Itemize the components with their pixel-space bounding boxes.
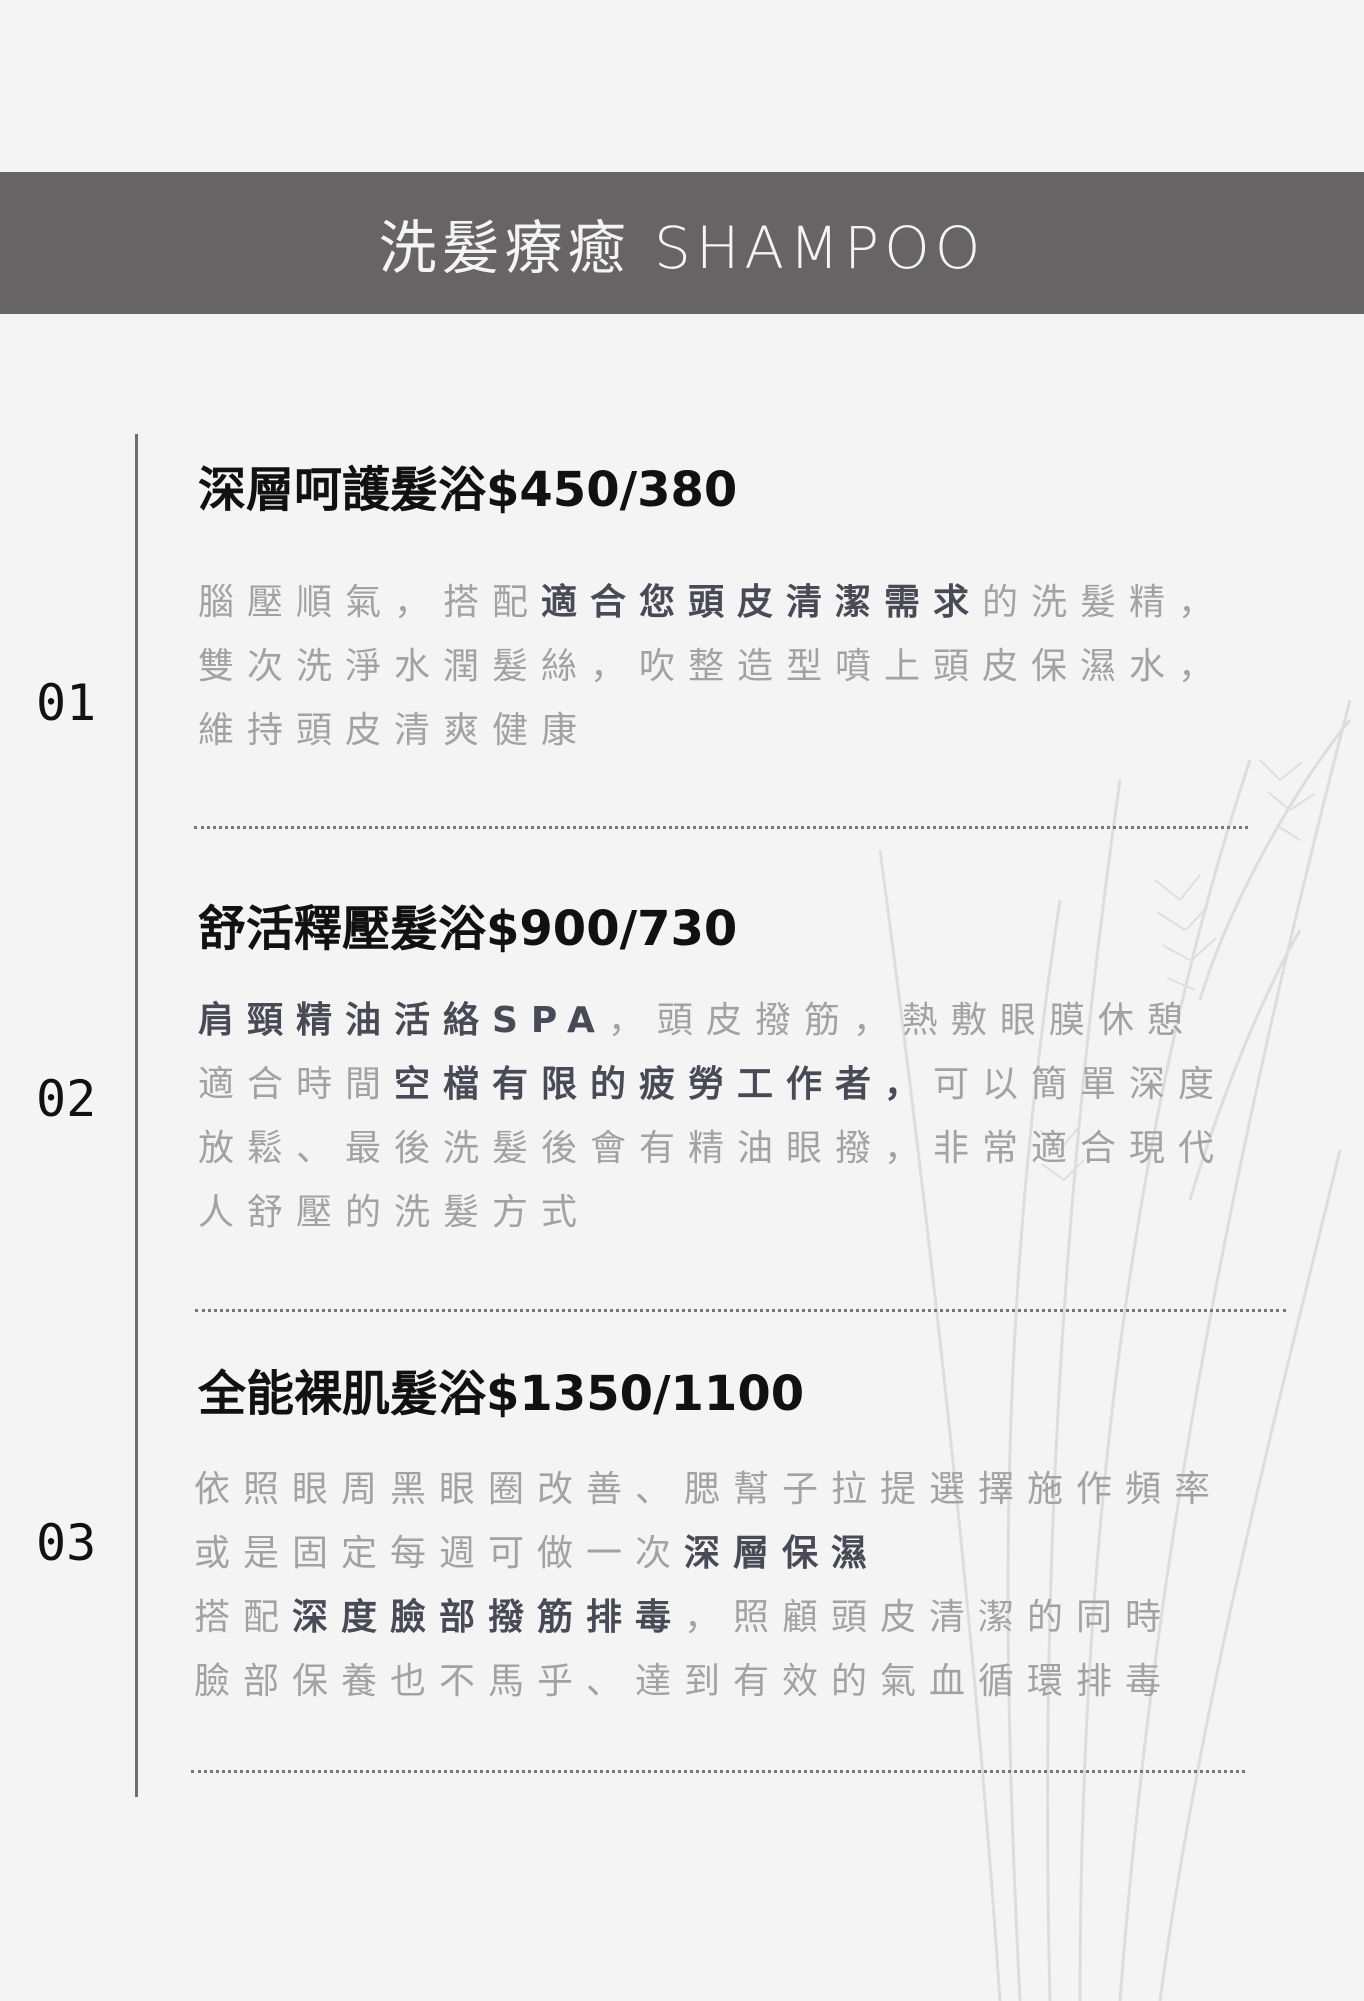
- description-text: ，頭皮撥筋，熱敷眼膜休憩: [607, 1000, 1196, 1041]
- description-text: 雙次洗淨水潤髮絲，吹整造型噴上頭皮保濕水，: [198, 646, 1228, 687]
- description-line: 臉部保養也不馬乎、達到有效的氣血循環排毒: [194, 1650, 1223, 1714]
- description-line: 腦壓順氣，搭配適合您頭皮清潔需求的洗髮精，: [198, 571, 1227, 635]
- description-text: 人舒壓的洗髮方式: [198, 1192, 591, 1233]
- item-number: 02: [36, 1070, 97, 1128]
- description-text: 的洗髮精，: [982, 582, 1228, 623]
- description-line: 或是固定每週可做一次深層保濕: [194, 1522, 1223, 1586]
- description-line: 放鬆、最後洗髮後會有精油眼撥，非常適合現代: [198, 1117, 1227, 1181]
- description-line: 雙次洗淨水潤髮絲，吹整造型噴上頭皮保濕水，: [198, 635, 1227, 699]
- item-title: 深層呵護髮浴$450/380: [198, 462, 738, 518]
- item-title: 全能裸肌髮浴$1350/1100: [198, 1366, 805, 1422]
- dotted-separator: [191, 1770, 1245, 1773]
- description-text: 放鬆、最後洗髮後會有精油眼撥，非常適合現代: [198, 1128, 1228, 1169]
- description-line: 搭配深度臉部撥筋排毒，照顧頭皮清潔的同時: [194, 1586, 1223, 1650]
- description-text: 適合時間: [198, 1064, 395, 1105]
- description-text: 維持頭皮清爽健康: [198, 710, 591, 751]
- header-banner: 洗髮療癒 SHAMPOO: [0, 172, 1364, 314]
- item-title: 舒活釋壓髮浴$900/730: [198, 901, 738, 957]
- description-line: 依照眼周黑眼圈改善、腮幫子拉提選擇施作頻率: [194, 1458, 1223, 1522]
- description-line: 維持頭皮清爽健康: [198, 699, 1227, 763]
- highlight-text: 空檔有限的疲勞工作者，: [394, 1064, 934, 1105]
- timeline-divider: [135, 434, 138, 1797]
- dotted-separator: [195, 1309, 1286, 1312]
- item-number: 03: [36, 1514, 97, 1572]
- description-line: 肩頸精油活絡SPA，頭皮撥筋，熱敷眼膜休憩: [198, 989, 1227, 1053]
- page-title: 洗髮療癒 SHAMPOO: [378, 214, 986, 282]
- description-line: 人舒壓的洗髮方式: [198, 1181, 1227, 1245]
- description-text: 或是固定每週可做一次: [194, 1533, 685, 1574]
- highlight-text: 適合您頭皮清潔需求: [541, 582, 983, 623]
- description-text: 臉部保養也不馬乎、達到有效的氣血循環排毒: [194, 1661, 1175, 1702]
- description-text: 腦壓順氣，搭配: [198, 582, 542, 623]
- dotted-separator: [194, 826, 1248, 829]
- description-text: 搭配: [194, 1597, 293, 1638]
- description-text: 依照眼周黑眼圈改善、腮幫子拉提選擇施作頻率: [194, 1469, 1224, 1510]
- description-line: 適合時間空檔有限的疲勞工作者，可以簡單深度: [198, 1053, 1227, 1117]
- item-number: 01: [36, 674, 97, 732]
- item-description: 腦壓順氣，搭配適合您頭皮清潔需求的洗髮精， 雙次洗淨水潤髮絲，吹整造型噴上頭皮保濕…: [198, 571, 1227, 763]
- highlight-text: 肩頸精油活絡SPA: [198, 1000, 608, 1041]
- item-description: 肩頸精油活絡SPA，頭皮撥筋，熱敷眼膜休憩適合時間空檔有限的疲勞工作者，可以簡單…: [198, 989, 1227, 1245]
- highlight-text: 深層保濕: [684, 1533, 881, 1574]
- description-text: ，照顧頭皮清潔的同時: [684, 1597, 1175, 1638]
- description-text: 可以簡單深度: [933, 1064, 1228, 1105]
- highlight-text: 深度臉部撥筋排毒: [292, 1597, 685, 1638]
- item-description: 依照眼周黑眼圈改善、腮幫子拉提選擇施作頻率或是固定每週可做一次深層保濕搭配深度臉…: [194, 1458, 1223, 1714]
